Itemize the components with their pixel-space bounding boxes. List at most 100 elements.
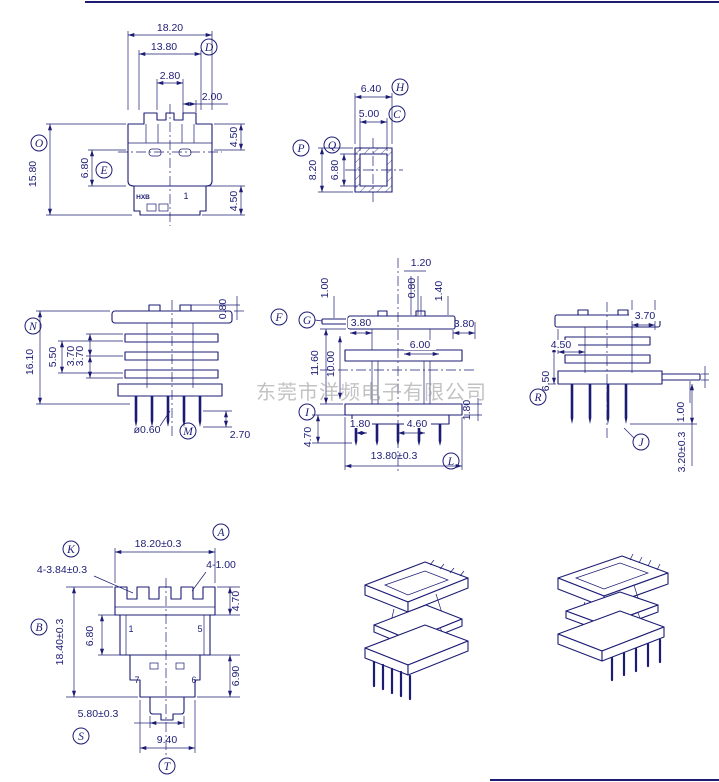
side-view-right: 3.70 4.50 6.50 1.00 3.20±0.3 R J [529, 300, 709, 472]
side-view-left-dimensions: 16.10 5.50 3.70 3.70 0.80 ø0.60 2.70 [24, 296, 250, 441]
pin-number-1: 1 [128, 624, 133, 634]
side-view-right-outline [554, 302, 701, 440]
dim-680: 6.80 [84, 626, 96, 647]
dim-320: 3.20±0.3 [676, 431, 688, 472]
front-view: 18.20 13.80 2.80 2.00 4.50 15.80 6.80 4.… [27, 22, 245, 226]
dim-outer-height: 8.20 [307, 160, 319, 181]
dim-teeth: 4-3.84±0.3 [37, 564, 87, 576]
balloon-s: S [72, 727, 90, 745]
part-logo: HXB [136, 194, 150, 201]
pin-number-6: 6 [191, 675, 196, 685]
svg-text:B: B [35, 622, 42, 634]
balloon-m: M [179, 422, 197, 440]
side-view-right-dimensions: 3.70 4.50 6.50 1.00 3.20±0.3 [540, 300, 709, 472]
svg-text:E: E [99, 165, 107, 177]
plan-view: 1.20 1.00 0.80 1.40 3.80 3.80 11.60 10.0… [270, 257, 482, 472]
dim-1000: 10.00 [325, 351, 337, 377]
svg-text:N: N [28, 321, 38, 333]
plan-view-dimensions: 1.20 1.00 0.80 1.40 3.80 3.80 11.60 10.0… [302, 257, 482, 470]
balloon-b: B [30, 618, 48, 636]
svg-text:J: J [638, 437, 644, 449]
section-view-outline [345, 138, 403, 202]
dim-690: 6.90 [230, 666, 242, 687]
pin-number-7: 7 [134, 675, 139, 685]
front-view-outline [118, 104, 222, 226]
svg-text:H: H [395, 82, 405, 94]
balloon-e: E [95, 161, 113, 179]
balloon-h: H [391, 78, 409, 96]
bottom-view: 1 5 7 6 18.20±0.3 4-3.84±0.3 4-1.00 [30, 523, 242, 775]
dim-overall-height: 15.80 [27, 161, 39, 187]
dim-650: 6.50 [540, 371, 552, 392]
dim-boss-width: 9.40 [157, 734, 178, 746]
isometric-view-2 [557, 553, 669, 682]
svg-text:L: L [447, 456, 454, 468]
dim-overall-height: 16.10 [24, 349, 36, 375]
balloon-t: T [158, 757, 176, 775]
side-view-left: 16.10 5.50 3.70 3.70 0.80 ø0.60 2.70 N M [24, 296, 250, 441]
dim-470: 4.70 [302, 427, 314, 448]
dim-450: 4.50 [551, 339, 572, 351]
dim-slot1: 3.70 [65, 346, 77, 367]
balloon-n: N [24, 317, 42, 335]
balloon-k: K [62, 540, 80, 558]
isometric-view-1 [364, 559, 469, 701]
dim-slots: 4-1.00 [206, 559, 236, 571]
balloon-c: C [388, 105, 406, 123]
drawing-frame [85, 1, 719, 781]
svg-text:O: O [35, 138, 44, 150]
svg-text:Q: Q [328, 140, 337, 152]
dim-top-height: 4.50 [228, 127, 240, 148]
bottom-view-outline: 1 5 7 6 [114, 578, 216, 757]
balloon-d: D [200, 38, 218, 56]
svg-text:T: T [164, 761, 172, 773]
dim-pin-diameter: ø0.60 [134, 424, 161, 436]
dim-mid-height: 6.80 [79, 158, 91, 179]
dim-380b: 3.80 [454, 318, 475, 330]
dim-380a: 3.80 [351, 317, 372, 329]
balloon-o: O [30, 134, 48, 152]
balloon-j: J [632, 433, 650, 451]
dim-tab-width: 2.00 [202, 91, 223, 103]
section-view: 6.40 5.00 8.20 6.80 H C P Q [292, 78, 409, 202]
front-view-dimensions: 18.20 13.80 2.80 2.00 4.50 15.80 6.80 4.… [27, 22, 245, 216]
dim-rib: 0.80 [217, 299, 229, 320]
dim-100: 1.00 [319, 278, 331, 299]
dim-slot-width: 2.80 [160, 70, 181, 82]
balloon-g: G [298, 311, 316, 329]
dim-120: 1.20 [411, 257, 432, 269]
svg-text:G: G [303, 315, 312, 327]
dim-470: 4.70 [230, 591, 242, 612]
dim-100: 1.00 [675, 402, 687, 423]
dim-080: 0.80 [406, 278, 418, 299]
svg-text:F: F [274, 312, 283, 324]
svg-text:M: M [182, 426, 194, 438]
dim-pin-span: 13.80±0.3 [371, 450, 418, 462]
dim-pin-length: 2.70 [230, 429, 251, 441]
dim-tab-width: 5.80±0.3 [78, 708, 119, 720]
balloon-r: R [529, 388, 547, 406]
dim-140: 1.40 [433, 281, 445, 302]
dim-1160: 11.60 [309, 350, 321, 376]
side-view-left-outline [111, 300, 233, 437]
dim-180b: 1.80 [461, 400, 473, 421]
svg-text:A: A [216, 527, 225, 539]
dim-370: 3.70 [635, 310, 656, 322]
company-watermark: 东莞市洋频电子有限公司 [256, 381, 487, 404]
balloon-l: L [442, 452, 460, 470]
svg-text:K: K [66, 544, 76, 556]
dim-outer-width: 6.40 [361, 83, 382, 95]
dim-slot2: 3.70 [74, 346, 86, 367]
balloon-a: A [212, 523, 230, 541]
balloon-f: F [270, 308, 288, 326]
dim-base-height: 4.50 [228, 191, 240, 212]
dim-overall-height: 18.40±0.3 [54, 619, 66, 666]
svg-text:D: D [204, 42, 214, 54]
svg-text:S: S [78, 731, 84, 743]
dim-inner-width: 5.00 [359, 108, 380, 120]
svg-text:I: I [304, 407, 310, 419]
balloon-p: P [292, 139, 310, 157]
pin-number-5: 5 [197, 624, 202, 634]
